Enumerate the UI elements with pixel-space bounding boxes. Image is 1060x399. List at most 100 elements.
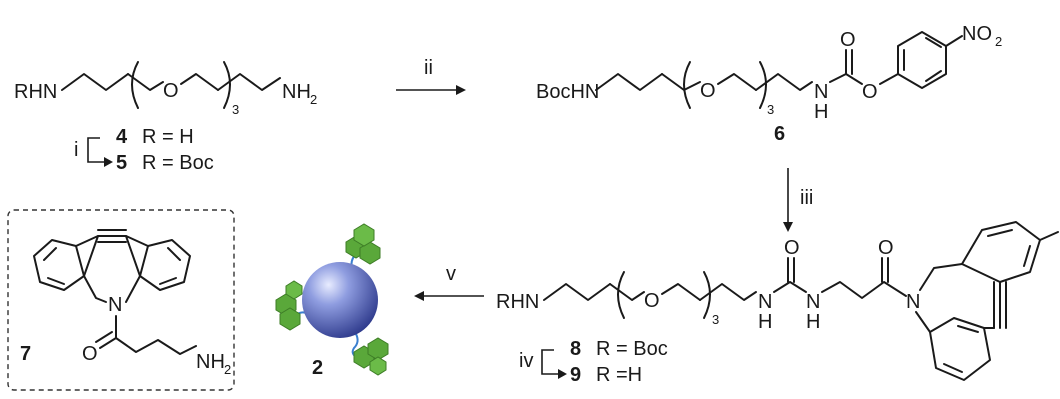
- arrow-iii-head: [783, 222, 793, 232]
- compound-4-5-chain-to-o: [127, 73, 164, 91]
- compound-6-bracket-open: [683, 61, 691, 109]
- amine-label: NH: [282, 81, 311, 103]
- c7-amine: NH: [196, 351, 225, 373]
- propanoyl-chain: [821, 281, 907, 299]
- dbco-n-to-lower: [915, 311, 931, 333]
- urea-core: [773, 281, 807, 293]
- compound-4-5-chain-left: [61, 73, 129, 91]
- compound-6-o-aryl-bond: [879, 73, 899, 85]
- step-i-label: i: [74, 139, 78, 161]
- repeat-count: 3: [232, 102, 239, 117]
- c7-co-b: [95, 331, 113, 343]
- compound-6-nitro-bond: [945, 35, 963, 47]
- compound-8-9-repeat: 3: [712, 312, 719, 327]
- nanoparticle-2: 2: [275, 223, 389, 379]
- compound-6-nitro: NO: [962, 23, 992, 45]
- reaction-arrow-iii: iii: [783, 168, 813, 232]
- arrow-v-head: [414, 291, 424, 301]
- ligand-left: [275, 280, 303, 331]
- urea-n1: N: [758, 291, 772, 313]
- c7-oxygen: O: [82, 343, 98, 365]
- compound-7-box: N O NH 2 7: [7, 209, 235, 391]
- oxygen-label: O: [163, 80, 179, 102]
- compound-6-ester-o: O: [862, 81, 878, 103]
- urea-oxygen: O: [784, 237, 800, 259]
- step-iv-arrowhead: [558, 369, 567, 379]
- amine-subscript: 2: [310, 92, 317, 107]
- dbco-nitrogen: N: [906, 291, 920, 313]
- compound-4-5-chain-right: [217, 73, 281, 91]
- compound-8-definition: R = Boc: [596, 338, 668, 360]
- compound-6-prefix: BocHN: [536, 81, 599, 103]
- compound-6-phenyl-ring: [897, 31, 947, 89]
- repeat-bracket-close: [223, 61, 231, 109]
- reaction-arrow-v: v: [414, 263, 484, 301]
- arrow-ii-head: [456, 85, 466, 95]
- ligand-bottom: [353, 337, 389, 376]
- step-iv-hook-arrow: [541, 349, 558, 375]
- compound-6-carbonyl-o: O: [840, 29, 856, 51]
- compound-6-chain-right: [755, 73, 813, 91]
- urea-h2: H: [806, 311, 820, 333]
- compound-8-9-bracket-close: [703, 271, 711, 319]
- dbco-lower-db1: [957, 325, 979, 333]
- c7-left-db2: [47, 277, 65, 285]
- compound-6-phenyl-double-2: [925, 37, 942, 48]
- urea-n2: N: [806, 291, 820, 313]
- compound-9-number: 9: [570, 364, 581, 386]
- dbco-lower-db2: [943, 363, 963, 373]
- compound-8-9-bracket-open: [617, 271, 625, 319]
- nanoparticle-sphere: [302, 262, 378, 338]
- step-i-arrowhead: [104, 157, 113, 167]
- c7-amide-chain: [115, 315, 197, 355]
- repeat-bracket-open: [131, 61, 139, 109]
- c7-left-fuse: [75, 245, 85, 277]
- compound-6-repeat: 3: [767, 102, 774, 117]
- arrow-v-label: v: [446, 263, 456, 285]
- c7-n-aryl: [125, 275, 141, 303]
- dbco-lower-benzo: [929, 317, 991, 381]
- c7-right-fuse: [139, 245, 149, 277]
- dbco-upper-db2: [1023, 245, 1031, 267]
- c7-right-db2: [159, 277, 177, 285]
- c7-left-db1: [43, 247, 57, 261]
- compound-8-9-chain-from-o: [661, 283, 701, 301]
- compound-4-number: 4: [116, 126, 128, 148]
- urea-h1: H: [758, 311, 772, 333]
- compound-4-5: RHN O 3 NH 2 i 4 R = H 5 R = Boc: [14, 61, 317, 174]
- compound-4-5-chain-from-o: [180, 73, 219, 91]
- compound-6-nitro-sub: 2: [995, 34, 1002, 49]
- compound-8-9-oxygen: O: [644, 290, 660, 312]
- compound-7-number: 7: [20, 343, 31, 365]
- c7-amine-sub: 2: [224, 362, 231, 377]
- c7-right-benzo: [125, 235, 191, 291]
- compound-8-9-chain-to-o: [609, 283, 645, 301]
- dbco-upper-extend: [1039, 231, 1059, 241]
- c7-co-a: [99, 337, 117, 349]
- compound-8-9-chain-right: [699, 283, 757, 301]
- nanoparticle-number: 2: [312, 357, 323, 379]
- compound-6: BocHN O 3 N H O O NO 2 6: [536, 23, 1002, 145]
- c7-right-db1: [167, 247, 181, 261]
- compound-8-9: RHN O 3 N H O N H O N iv: [496, 221, 1059, 386]
- compound-6-nh-h: H: [814, 101, 828, 123]
- compound-6-bracket-close: [759, 61, 767, 109]
- c7-nitrogen: N: [108, 294, 122, 316]
- ligand-top: [345, 223, 381, 265]
- compound-5-number: 5: [116, 152, 127, 174]
- dbco-ch2: [919, 263, 963, 291]
- compound-6-oxygen: O: [700, 80, 716, 102]
- compound-8-number: 8: [570, 338, 581, 360]
- arrow-iii-label: iii: [800, 187, 813, 209]
- compound-6-chain-from-o: [717, 73, 757, 91]
- step-i-hook-arrow: [87, 137, 104, 163]
- compound-6-phenyl-double-3: [925, 70, 942, 82]
- compound-6-nh-n: N: [814, 81, 828, 103]
- dbco-upper-db1: [987, 229, 1013, 237]
- compound-6-number: 6: [774, 123, 785, 145]
- compound-4-5-prefix: RHN: [14, 81, 57, 103]
- step-iv-label: iv: [519, 350, 533, 372]
- c7-ch2: [83, 275, 107, 303]
- compound-6-chain-left: [595, 73, 663, 91]
